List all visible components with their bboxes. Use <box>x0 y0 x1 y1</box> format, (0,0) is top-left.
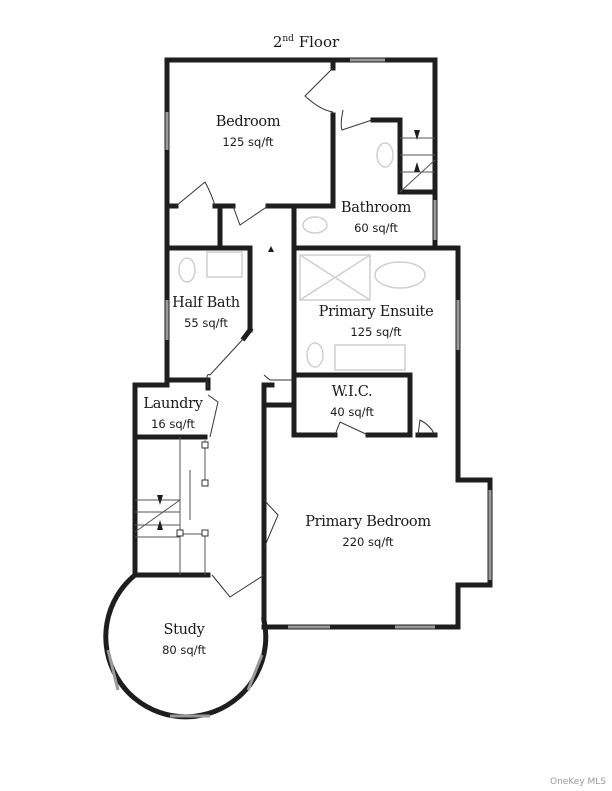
room-area: 16 sq/ft <box>151 417 195 431</box>
room-name: Primary Bedroom <box>305 514 431 530</box>
room-name: Study <box>163 622 205 638</box>
room-primary-ensuite: Primary Ensuite 125 sq/ft <box>319 304 434 339</box>
room-name: Primary Ensuite <box>318 304 434 320</box>
room-area: 55 sq/ft <box>184 316 228 330</box>
room-area: 125 sq/ft <box>350 325 402 339</box>
room-name: Bathroom <box>340 200 412 216</box>
floor-title: 2nd Floor <box>272 33 340 51</box>
room-study: Study 80 sq/ft <box>162 622 206 657</box>
room-area: 125 sq/ft <box>222 135 274 149</box>
room-name: W.I.C. <box>331 384 373 400</box>
room-name: Laundry <box>143 396 203 412</box>
room-primary-bedroom: Primary Bedroom 220 sq/ft <box>305 514 431 549</box>
watermark: OneKey MLS <box>550 777 606 787</box>
room-bathroom: Bathroom 60 sq/ft <box>340 200 412 235</box>
room-area: 80 sq/ft <box>162 643 206 657</box>
room-name: Half Bath <box>172 295 240 311</box>
room-area: 60 sq/ft <box>354 221 398 235</box>
room-name: Bedroom <box>215 114 281 130</box>
room-area: 40 sq/ft <box>330 405 374 419</box>
room-bedroom: Bedroom 125 sq/ft <box>216 114 281 149</box>
room-wic: W.I.C. 40 sq/ft <box>330 384 374 419</box>
room-laundry: Laundry 16 sq/ft <box>143 396 203 431</box>
room-half-bath: Half Bath 55 sq/ft <box>172 295 240 330</box>
room-area: 220 sq/ft <box>342 535 394 549</box>
